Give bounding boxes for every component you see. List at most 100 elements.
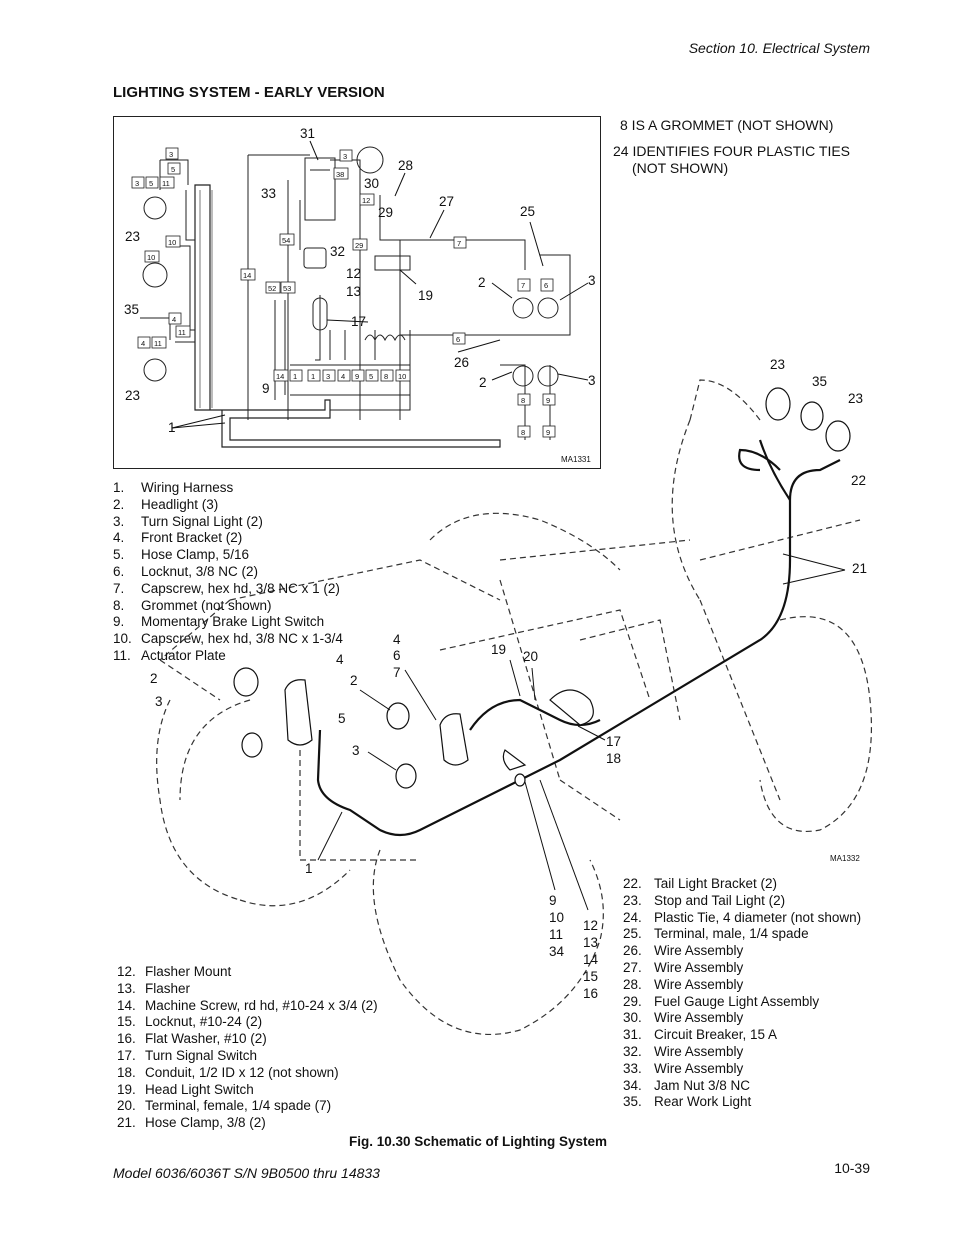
legend-item: 13.Flasher <box>117 981 378 998</box>
stop-tail-light-icon-2 <box>143 358 167 382</box>
legend-item-text: Flasher <box>145 980 191 996</box>
legend-item-text: Wire Assembly <box>654 976 744 992</box>
legend-item-text: Turn Signal Light (2) <box>141 513 263 529</box>
callout-13: 13 <box>346 284 361 299</box>
callout-31: 31 <box>300 126 315 141</box>
legend-item: 35.Rear Work Light <box>623 1094 861 1111</box>
legend-item-number: 34. <box>623 1077 642 1093</box>
callout-19: 19 <box>418 288 433 303</box>
legend-item: 31.Circuit Breaker, 15 A <box>623 1027 861 1044</box>
legend-item: 10.Capscrew, hex hd, 3/8 NC x 1-3/4 <box>113 631 343 648</box>
brake-switch-icon <box>514 773 526 787</box>
callout-17: 17 <box>351 314 366 329</box>
leader-lines <box>171 140 846 911</box>
pcallout-35: 35 <box>812 374 827 389</box>
front-bracket-right-icon <box>439 713 469 766</box>
schematic-lamps <box>142 146 559 387</box>
legend-item-text: Wire Assembly <box>654 1043 744 1059</box>
legend-item-text: Flasher Mount <box>145 964 232 979</box>
legend-item-number: 28. <box>623 976 642 992</box>
callout-25: 25 <box>520 204 535 219</box>
pcallout-9: 9 <box>549 893 557 908</box>
legend-item-number: 30. <box>623 1010 642 1026</box>
legend-item: 25.Terminal, male, 1/4 spade <box>623 926 861 943</box>
legend-item: 15.Locknut, #10-24 (2) <box>117 1014 378 1031</box>
callout-28: 28 <box>398 158 413 173</box>
pcallout-5: 5 <box>338 711 346 726</box>
wiring-harness <box>316 439 841 837</box>
pcallout-12: 12 <box>583 918 598 933</box>
box-6b: 6 <box>452 332 466 345</box>
turn-signal-left-icon <box>241 732 263 758</box>
turn-light-icon-a <box>512 365 534 387</box>
box-11b: 11 <box>151 336 167 349</box>
turn-signal-switch-icon <box>312 297 328 331</box>
flasher-icon <box>303 247 327 269</box>
legend-item-text: Wire Assembly <box>654 1010 744 1026</box>
legend-item-number: 1. <box>113 480 125 495</box>
legend-item: 28. Wire Assembly <box>623 977 861 994</box>
stop-tail-light-icon <box>143 196 167 220</box>
legend-item-number: 3. <box>113 513 125 529</box>
pcallout-23-right: 23 <box>848 391 863 406</box>
box-3b: 3 <box>131 176 145 189</box>
svg-text:6: 6 <box>544 281 548 290</box>
legend-item: 21.Hose Clamp, 3/8 (2) <box>117 1115 378 1132</box>
callout-32: 32 <box>330 244 345 259</box>
box-54: 54 <box>279 233 295 246</box>
perspective-callouts: 23 35 23 22 21 4 6 7 19 20 2 3 4 2 5 3 1… <box>150 357 867 1001</box>
legend-item-text: Circuit Breaker, 15 A <box>654 1027 778 1043</box>
legend-item-text: Hose Clamp, 3/8 (2) <box>145 1115 266 1131</box>
legend-item: 34. Jam Nut 3/8 NC <box>623 1078 861 1095</box>
legend-item-text: Grommet (not shown) <box>141 597 272 613</box>
pcallout-10: 10 <box>549 910 564 925</box>
svg-text:7: 7 <box>457 239 461 248</box>
note-grommet: 8 IS A GROMMET (NOT SHOWN) <box>620 117 834 133</box>
pcallout-6: 6 <box>393 648 401 663</box>
box-12: 12 <box>359 193 375 206</box>
legend-item: 3. Turn Signal Light (2) <box>113 514 343 531</box>
legend-item-number: 11. <box>113 647 131 663</box>
schematic-wiring <box>140 154 571 448</box>
box-5c: 5 <box>365 369 379 382</box>
svg-text:14: 14 <box>243 271 251 280</box>
callout-29: 29 <box>378 205 393 220</box>
pcallout-1: 1 <box>305 861 313 876</box>
box-1: 1 <box>289 369 303 382</box>
svg-text:53: 53 <box>283 284 291 293</box>
breaker-block-icon <box>304 157 336 221</box>
legend-item: 17.Turn Signal Switch <box>117 1048 378 1065</box>
legend-item-number: 2. <box>113 496 125 512</box>
box-6a: 6 <box>540 278 554 292</box>
legend-item: 27.Wire Assembly <box>623 960 861 977</box>
legend-item: 14.Machine Screw, rd hd, #10-24 x 3/4 (2… <box>117 998 378 1015</box>
headlight-left-icon <box>233 667 259 697</box>
legend-item-number: 6. <box>113 563 125 579</box>
pcallout-13: 13 <box>583 935 598 950</box>
svg-text:5: 5 <box>369 372 373 381</box>
legend-item: 8.Grommet (not shown) <box>113 598 343 615</box>
page-number: 10-39 <box>834 1160 870 1176</box>
svg-text:4: 4 <box>341 372 345 381</box>
legend-item: 18.Conduit, 1/2 ID x 12 (not shown) <box>117 1065 378 1082</box>
callout-33: 33 <box>261 186 276 201</box>
legend-item: 5.Hose Clamp, 5/16 <box>113 547 343 564</box>
legend-item: 30. Wire Assembly <box>623 1010 861 1027</box>
legend-item-text: Momentary Brake Light Switch <box>141 614 325 630</box>
legend-item-text: Jam Nut 3/8 NC <box>654 1077 751 1093</box>
legend-item-number: 17. <box>117 1047 136 1063</box>
callout-3-lower: 3 <box>588 373 596 388</box>
svg-text:7: 7 <box>521 281 525 290</box>
legend-item-text: Wire Assembly <box>654 959 744 975</box>
loader-outline <box>156 379 873 1036</box>
legend-item-number: 22. <box>623 876 642 891</box>
svg-text:12: 12 <box>362 196 370 205</box>
legend-item-text: Terminal, male, 1/4 spade <box>654 926 809 942</box>
svg-text:9: 9 <box>546 396 550 405</box>
headlight-center-icon <box>386 702 410 730</box>
legend-item-text: Machine Screw, rd hd, #10-24 x 3/4 (2) <box>145 997 378 1013</box>
legend-item: 11.Actuator Plate <box>113 648 343 665</box>
pcallout-7: 7 <box>393 665 401 680</box>
